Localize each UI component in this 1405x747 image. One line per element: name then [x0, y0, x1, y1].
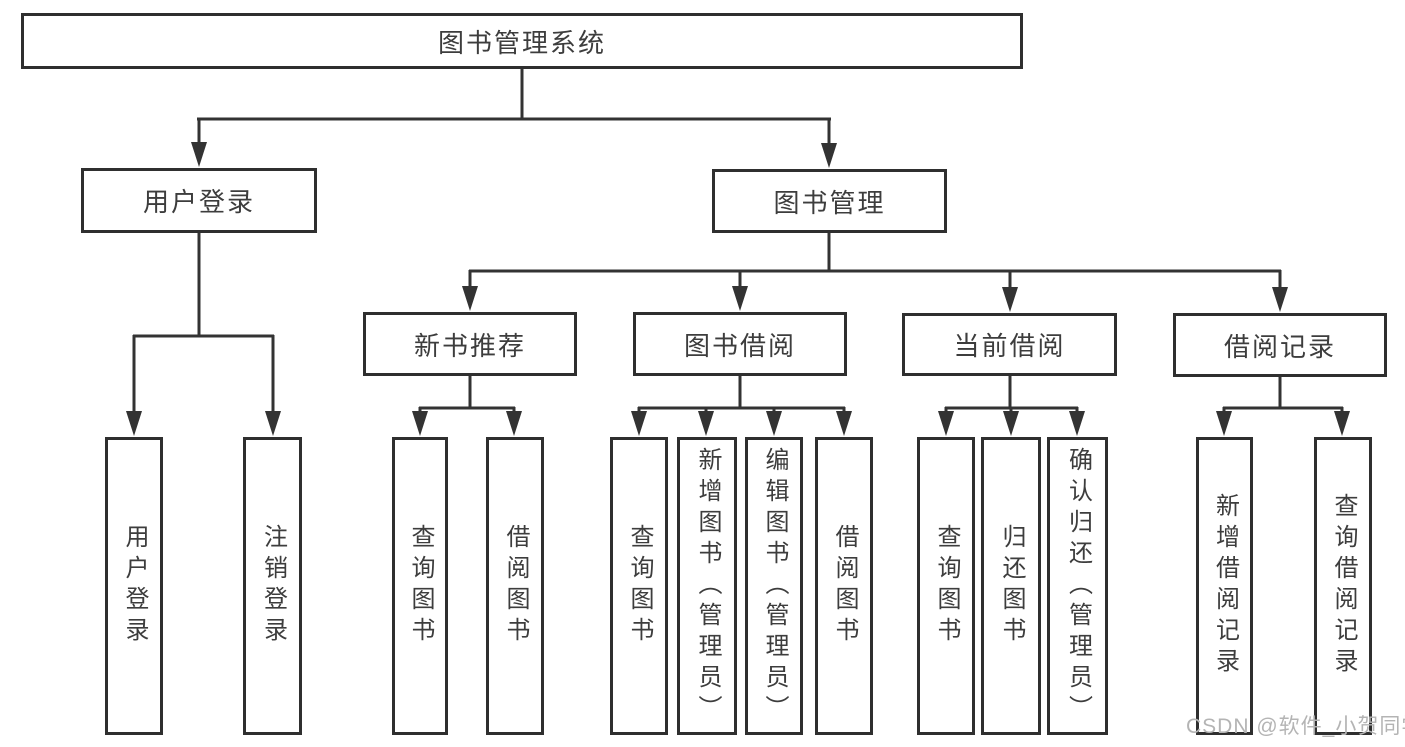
- leaf-borrow-add-book-admin-label: 新增图书（管理员）: [694, 446, 721, 726]
- csdn-watermark: CSDN @软件_小贺同学: [1186, 715, 1405, 738]
- leaf-logout: 注销登录: [243, 437, 302, 735]
- node-user-login: 用户登录: [81, 168, 317, 233]
- connector-path: [132, 67, 1344, 415]
- leaf-records-add: 新增借阅记录: [1196, 437, 1253, 735]
- leaf-records-add-label: 新增借阅记录: [1211, 493, 1239, 679]
- leaf-user-login-label: 用户登录: [121, 524, 148, 648]
- leaf-current-return-label: 归还图书: [998, 524, 1025, 648]
- leaf-borrow-query: 查询图书: [610, 437, 668, 735]
- leaf-newbooks-query: 查询图书: [392, 437, 448, 735]
- leaf-borrow-query-label: 查询图书: [626, 524, 653, 648]
- leaf-current-confirm-return-admin-label: 确认归还（管理员）: [1064, 446, 1092, 726]
- leaf-newbooks-borrow-label: 借阅图书: [502, 524, 529, 648]
- node-book-borrow: 图书借阅: [633, 312, 847, 376]
- leaf-current-return: 归还图书: [981, 437, 1041, 735]
- leaf-records-query: 查询借阅记录: [1314, 437, 1372, 735]
- node-root-system: 图书管理系统: [21, 13, 1023, 69]
- leaf-borrow-borrow-book: 借阅图书: [815, 437, 873, 735]
- leaf-borrow-edit-book-admin: 编辑图书（管理员）: [745, 437, 803, 735]
- leaf-current-query: 查询图书: [917, 437, 975, 735]
- leaf-current-confirm-return-admin: 确认归还（管理员）: [1047, 437, 1108, 735]
- leaf-logout-label: 注销登录: [259, 524, 287, 648]
- leaf-borrow-borrow-book-label: 借阅图书: [831, 524, 858, 648]
- leaf-records-query-label: 查询借阅记录: [1330, 493, 1357, 679]
- node-new-book-recommend: 新书推荐: [363, 312, 577, 376]
- leaf-current-query-label: 查询图书: [933, 524, 960, 648]
- leaf-user-login: 用户登录: [105, 437, 163, 735]
- node-borrow-records: 借阅记录: [1173, 313, 1387, 377]
- node-book-management: 图书管理: [712, 169, 947, 233]
- node-current-borrow: 当前借阅: [902, 313, 1117, 376]
- leaf-newbooks-borrow: 借阅图书: [486, 437, 544, 735]
- leaf-borrow-add-book-admin: 新增图书（管理员）: [677, 437, 737, 735]
- leaf-borrow-edit-book-admin-label: 编辑图书（管理员）: [761, 446, 788, 726]
- arrowheads: [126, 142, 1350, 436]
- leaf-newbooks-query-label: 查询图书: [407, 524, 434, 648]
